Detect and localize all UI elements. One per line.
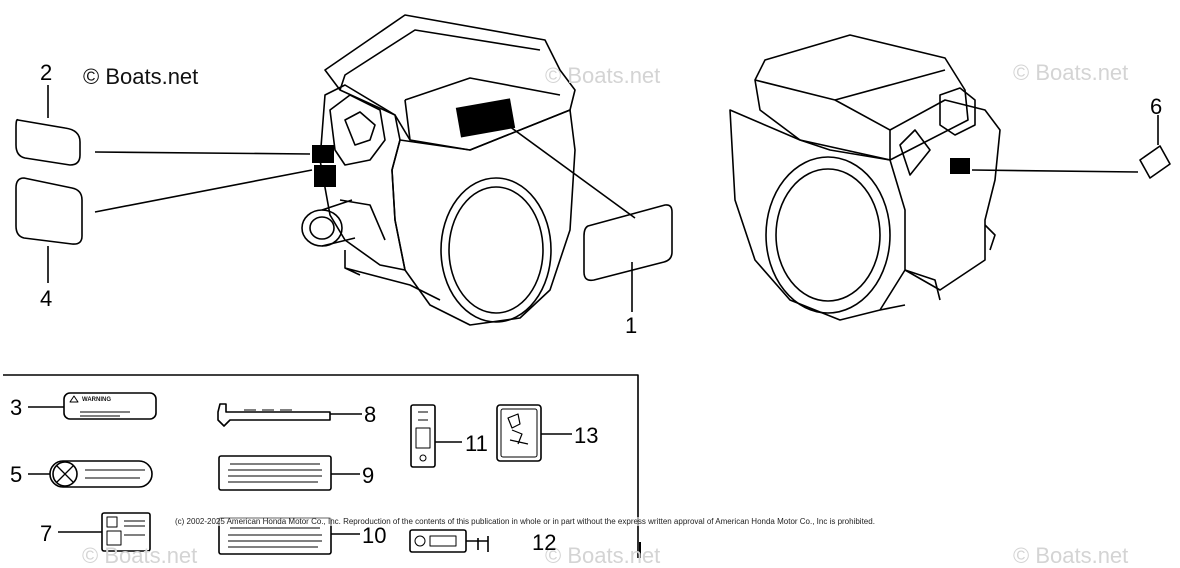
callout-10: 10 <box>362 523 387 548</box>
leader-1a <box>497 117 636 219</box>
decal-6 <box>1139 145 1171 179</box>
decal-9 <box>218 455 332 491</box>
watermark: © Boats.net <box>82 543 198 568</box>
decal-12 <box>409 529 467 553</box>
callout-11: 11 <box>465 431 488 456</box>
callout-5: 5 <box>10 462 23 487</box>
engine-right <box>729 34 1001 321</box>
callout-12: 12 <box>532 530 557 555</box>
decal-11 <box>410 404 436 468</box>
decal-1 <box>583 204 673 282</box>
callout-4: 4 <box>40 286 53 311</box>
callout-7: 7 <box>40 521 53 546</box>
decal-4 <box>15 177 83 245</box>
callout-3: 3 <box>10 395 23 420</box>
copyright-notice: (c) 2002-2025 American Honda Motor Co., … <box>175 517 875 526</box>
callout-6: 6 <box>1150 94 1163 119</box>
watermark: © Boats.net <box>545 543 661 568</box>
decal-3 <box>63 392 157 420</box>
leader-12 <box>466 536 489 552</box>
decal-8 <box>217 403 331 427</box>
callout-2: 2 <box>40 60 53 85</box>
copyright-label: © Boats.net <box>83 64 199 89</box>
leader-4 <box>94 169 313 213</box>
watermark: © Boats.net <box>1013 60 1129 85</box>
callout-13: 13 <box>574 423 599 448</box>
callout-8: 8 <box>364 402 377 427</box>
decal-3-warning-text: WARNING <box>82 397 111 403</box>
leader-6 <box>971 169 1139 173</box>
watermark: © Boats.net <box>1013 543 1129 568</box>
callout-1: 1 <box>625 313 638 338</box>
leader-2 <box>94 151 311 155</box>
callout-9: 9 <box>362 463 375 488</box>
decal-13 <box>496 404 542 462</box>
table-border <box>3 374 639 558</box>
decal-2 <box>15 118 81 166</box>
engine-left <box>301 14 576 326</box>
watermark: © Boats.net <box>545 63 661 88</box>
